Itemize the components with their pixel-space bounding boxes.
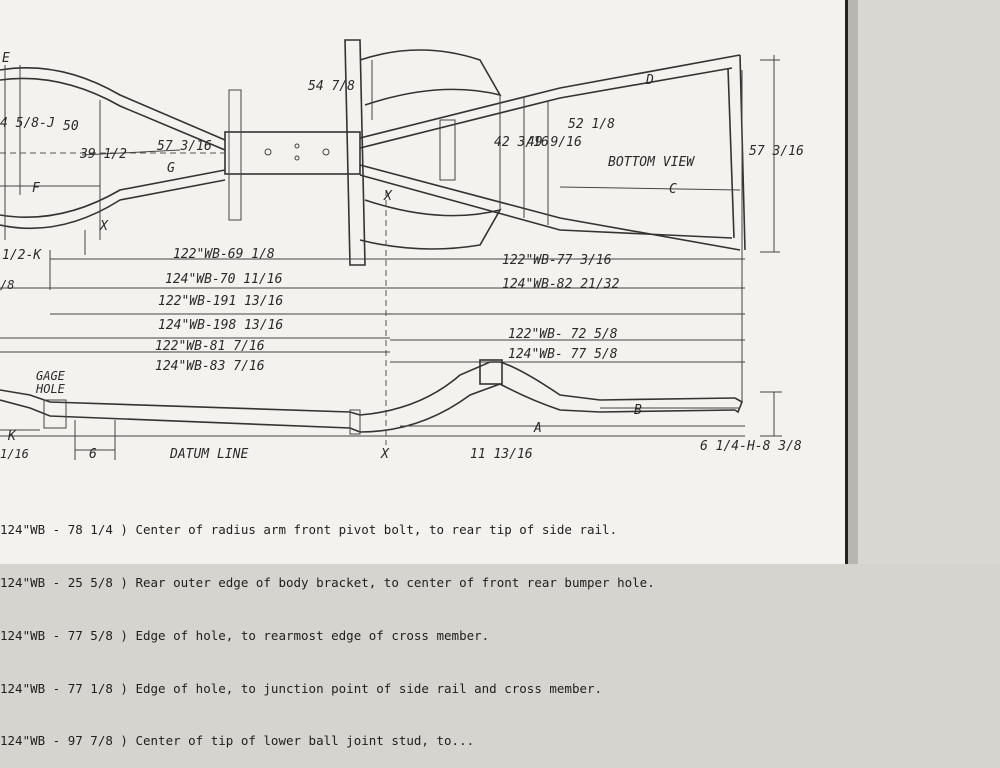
label-122wb-72: 122"WB- 72 5/8 xyxy=(508,327,618,342)
label-h-dimension: 6 1/4-H-8 3/8 xyxy=(700,439,802,454)
label-k-left: 1/2-K xyxy=(2,248,42,263)
label-bottom-view: BOTTOM VIEW xyxy=(608,155,695,170)
label-124wb-77: 124"WB- 77 5/8 xyxy=(508,347,618,362)
label-57-3-16-right: 57 3/16 xyxy=(749,144,804,159)
label-hole: HOLE xyxy=(35,382,66,396)
label-x3: X xyxy=(380,447,390,462)
wheelbase-dimension-lines xyxy=(0,70,745,445)
label-11-13-16: 11 13/16 xyxy=(470,447,533,462)
background-wall xyxy=(858,0,1000,564)
label-50: 50 xyxy=(63,119,79,134)
label-52-1-8: 52 1/8 xyxy=(568,117,615,132)
label-122wb-69: 122"WB-69 1/8 xyxy=(173,247,275,262)
label-124wb-82: 124"WB-82 21/32 xyxy=(502,277,620,292)
diagram-labels: E 4 5/8-J 50 54 7/8 39 1/2 57 3/16 G F 1… xyxy=(0,51,804,462)
label-57-3-16: 57 3/16 xyxy=(157,139,212,154)
label-122wb-77: 122"WB-77 3/16 xyxy=(502,253,612,268)
label-124wb-70: 124"WB-70 11/16 xyxy=(165,272,283,287)
side-view-frame xyxy=(0,359,782,460)
label-j: 4 5/8-J xyxy=(0,116,55,131)
frame-diagram: E 4 5/8-J 50 54 7/8 39 1/2 57 3/16 G F 1… xyxy=(0,39,804,462)
label-gage: GAGE xyxy=(36,369,66,383)
drawing-sheet xyxy=(0,0,845,564)
label-1-16: 1/16 xyxy=(0,447,29,461)
notes-list: 124"WB - 78 1/4 ) Center of radius arm f… xyxy=(0,486,845,768)
note-row: 124"WB - 25 5/8 ) Rear outer edge of bod… xyxy=(0,574,655,590)
label-k-bottom: K xyxy=(7,429,17,444)
label-122wb-81: 122"WB-81 7/16 xyxy=(155,339,265,354)
note-row: 124"WB - 77 5/8 ) Edge of hole, to rearm… xyxy=(0,627,490,643)
label-d: D xyxy=(645,73,654,88)
label-124wb-83: 124"WB-83 7/16 xyxy=(155,359,265,374)
note-row: 124"WB - 77 1/8 ) Edge of hole, to junct… xyxy=(0,680,603,696)
label-datum-line: DATUM LINE xyxy=(169,447,248,462)
label-x2: X xyxy=(383,189,393,204)
label-b: B xyxy=(634,403,642,418)
sheet-edge xyxy=(845,0,848,564)
label-39-1-2: 39 1/2 xyxy=(79,147,127,162)
label-g: G xyxy=(167,161,175,176)
label-8-left: /8 xyxy=(0,278,14,292)
label-c: C xyxy=(669,182,677,197)
label-42-3-16: 42 3/16 xyxy=(494,135,549,150)
label-f: F xyxy=(32,181,41,196)
label-124wb-198: 124"WB-198 13/16 xyxy=(158,318,283,333)
label-49-9-16: 49 9/16 xyxy=(527,135,582,150)
label-a: A xyxy=(533,421,542,436)
note-row: 124"WB - 97 7/8 ) Center of tip of lower… xyxy=(0,733,475,749)
label-x1: X xyxy=(99,219,109,234)
label-54-7-8: 54 7/8 xyxy=(308,79,355,94)
sheet-shadow xyxy=(848,0,858,564)
note-row: 124"WB - 78 1/4 ) Center of radius arm f… xyxy=(0,522,618,538)
label-122wb-191: 122"WB-191 13/16 xyxy=(158,294,283,309)
label-e: E xyxy=(2,51,10,66)
label-6: 6 xyxy=(89,447,97,462)
